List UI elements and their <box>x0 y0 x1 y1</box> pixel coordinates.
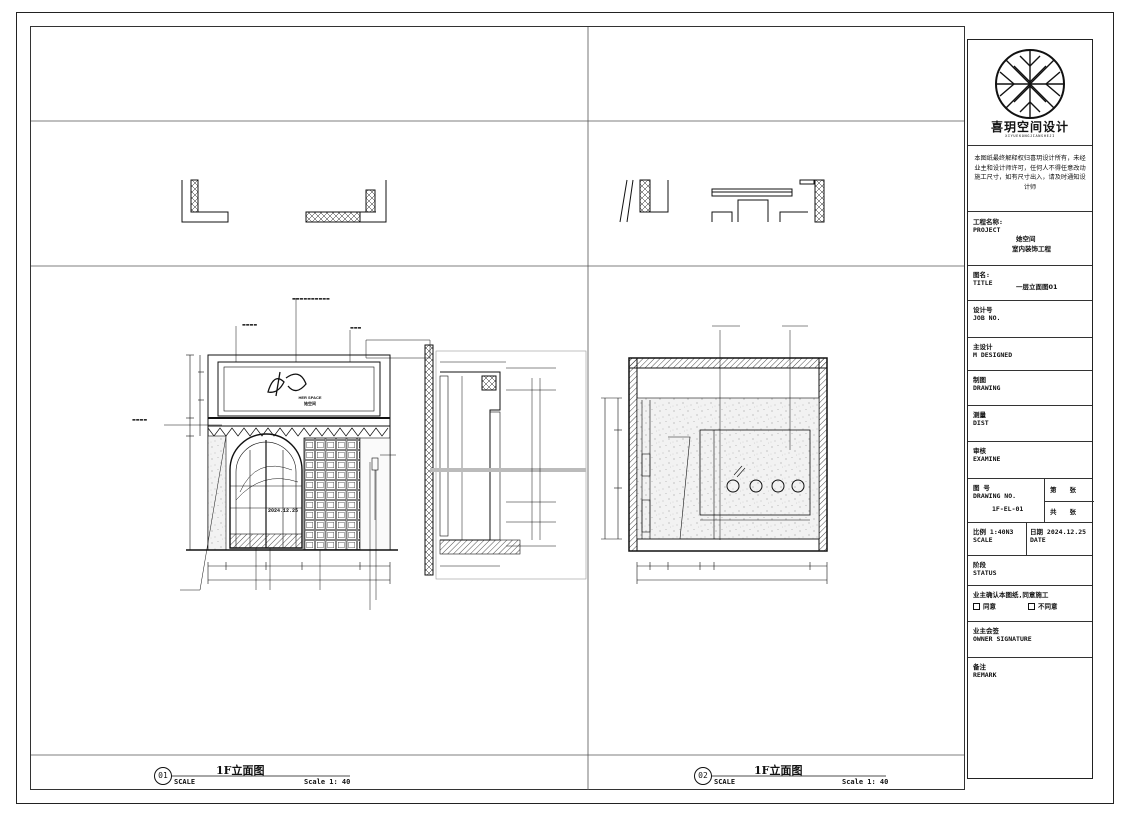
view-02-number: 02 <box>694 767 712 785</box>
view-02-title: 1F立面图 <box>754 764 803 777</box>
agree-label: 同意 <box>983 602 996 611</box>
project-cell: 工程名称: PROJECT 她空间 室内装饰工程 <box>968 212 1092 266</box>
drawing-label-cn: 制图 <box>973 376 986 384</box>
annotation-sign-right: ▬▬▬ <box>350 325 362 330</box>
sign-brand-line-1: HER SPACE <box>298 395 322 400</box>
status-cell: 阶段 STATUS <box>968 556 1092 586</box>
sign-brand-text: HER SPACE 她空间 <box>280 395 340 407</box>
project-label-cn: 工程名称: <box>973 218 1003 226</box>
scale-label-en: SCALE <box>973 536 993 544</box>
remark-label-en: REMARK <box>973 671 997 679</box>
owner-signature-cell: 业主会签 OWNER SIGNATURE <box>968 622 1092 658</box>
dist-label-en: DIST <box>973 419 989 427</box>
drawing-no-value: 1F-EL-01 <box>992 505 1024 513</box>
exam-label-cn: 审核 <box>973 447 986 455</box>
drawing-sheet-border <box>16 12 1114 804</box>
title-block: 喜玥空间设计 XIYUEKONGJIANSHEJI 本图纸最终解释权归喜玥设计所… <box>967 39 1094 779</box>
approval-text: 业主确认本图纸,同意施工 <box>973 591 1049 599</box>
date-value: 2024.12.25 <box>1046 528 1087 536</box>
agree-checkbox[interactable] <box>973 603 980 610</box>
title-cell: 图名: TITLE 一层立面图01 <box>968 266 1092 301</box>
status-label-en: STATUS <box>973 569 997 577</box>
project-label-en: PROJECT <box>973 226 1001 234</box>
view-02-scale: Scale 1: 40 <box>842 778 889 786</box>
sheet-number-label: 第 张 <box>1050 486 1076 494</box>
title-block-logo: 喜玥空间设计 XIYUEKONGJIANSHEJI <box>968 40 1092 146</box>
title-value: 一层立面图01 <box>1016 283 1058 291</box>
view-01-scale-word: SCALE <box>174 778 196 786</box>
dist-cell: 测量 DIST <box>968 406 1092 442</box>
glass-etched-label: 2024.12.25 <box>268 508 299 514</box>
owner-label-cn: 业主会签 <box>973 627 999 635</box>
examine-cell: 审核 EXAMINE <box>968 442 1092 479</box>
disagree-option[interactable]: 不同意 <box>1028 603 1058 611</box>
dist-label-cn: 测量 <box>973 411 986 419</box>
drawing-area-frame <box>30 26 965 790</box>
project-value-2: 室内装饰工程 <box>1012 245 1051 253</box>
drawing-label-en: DRAWING <box>973 384 1001 392</box>
title-block-notice: 本图纸最终解释权归喜玥设计所有，未经业主和设计师许可，任何人不得任意改动施工尺寸… <box>968 146 1092 212</box>
drawing-no-cell: 图 号 DRAWING NO. 1F-EL-01 第 张 共 张 <box>968 479 1094 523</box>
annotation-sign-left: ▬▬▬▬ <box>242 322 258 327</box>
designer-label-en: M DESIGNED <box>973 351 1013 359</box>
job-label-cn: 设计号 <box>973 306 993 314</box>
date-label-cn: 日期 <box>1030 528 1043 536</box>
drawing-no-label-en: DRAWING NO. <box>973 492 1017 500</box>
remark-cell: 备注 REMARK <box>968 658 1092 778</box>
company-name: 喜玥空间设计 <box>990 120 1069 134</box>
copyright-notice: 本图纸最终解释权归喜玥设计所有，未经业主和设计师许可，任何人不得任意改动施工尺寸… <box>974 155 1086 191</box>
view-01-scale: Scale 1: 40 <box>304 778 351 786</box>
company-pinyin: XIYUEKONGJIANSHEJI <box>1005 134 1055 138</box>
status-label-cn: 阶段 <box>973 561 986 569</box>
view-01-title: 1F立面图 <box>216 764 265 777</box>
sign-brand-line-2: 她空间 <box>304 401 316 406</box>
drawing-cell: 制图 DRAWING <box>968 371 1092 406</box>
agree-option[interactable]: 同意 <box>973 603 996 611</box>
date-label-en: DATE <box>1030 536 1046 544</box>
title-label-cn: 图名: <box>973 271 990 279</box>
project-value-1: 她空间 <box>1016 235 1036 243</box>
job-label-en: JOB NO. <box>973 314 1001 322</box>
job-no-cell: 设计号 JOB NO. <box>968 301 1092 338</box>
company-logo-icon <box>995 49 1065 119</box>
sheet-total-label: 共 张 <box>1050 508 1076 516</box>
drawing-no-label-cn: 图 号 <box>973 484 990 492</box>
view-02-scale-word: SCALE <box>714 778 736 786</box>
disagree-label: 不同意 <box>1038 602 1058 611</box>
view-01-number: 01 <box>154 767 172 785</box>
designer-cell: 主设计 M DESIGNED <box>968 338 1092 371</box>
annotation-sign-top: ▬▬▬▬▬▬▬▬▬▬ <box>292 296 330 301</box>
disagree-checkbox[interactable] <box>1028 603 1035 610</box>
designer-label-cn: 主设计 <box>973 343 993 351</box>
title-label-en: TITLE <box>973 279 993 287</box>
approval-cell: 业主确认本图纸,同意施工 同意 不同意 <box>968 586 1092 622</box>
scale-value: 1:40N3 <box>989 528 1014 536</box>
owner-label-en: OWNER SIGNATURE <box>973 635 1032 643</box>
exam-label-en: EXAMINE <box>973 455 1001 463</box>
scale-label-cn: 比例 <box>973 528 986 536</box>
remark-label-cn: 备注 <box>973 663 986 671</box>
annotation-fringe: ▬▬▬▬ <box>132 417 148 422</box>
scale-date-cell: 比例 1:40N3 SCALE 日期 2024.12.25 DATE <box>968 523 1092 556</box>
